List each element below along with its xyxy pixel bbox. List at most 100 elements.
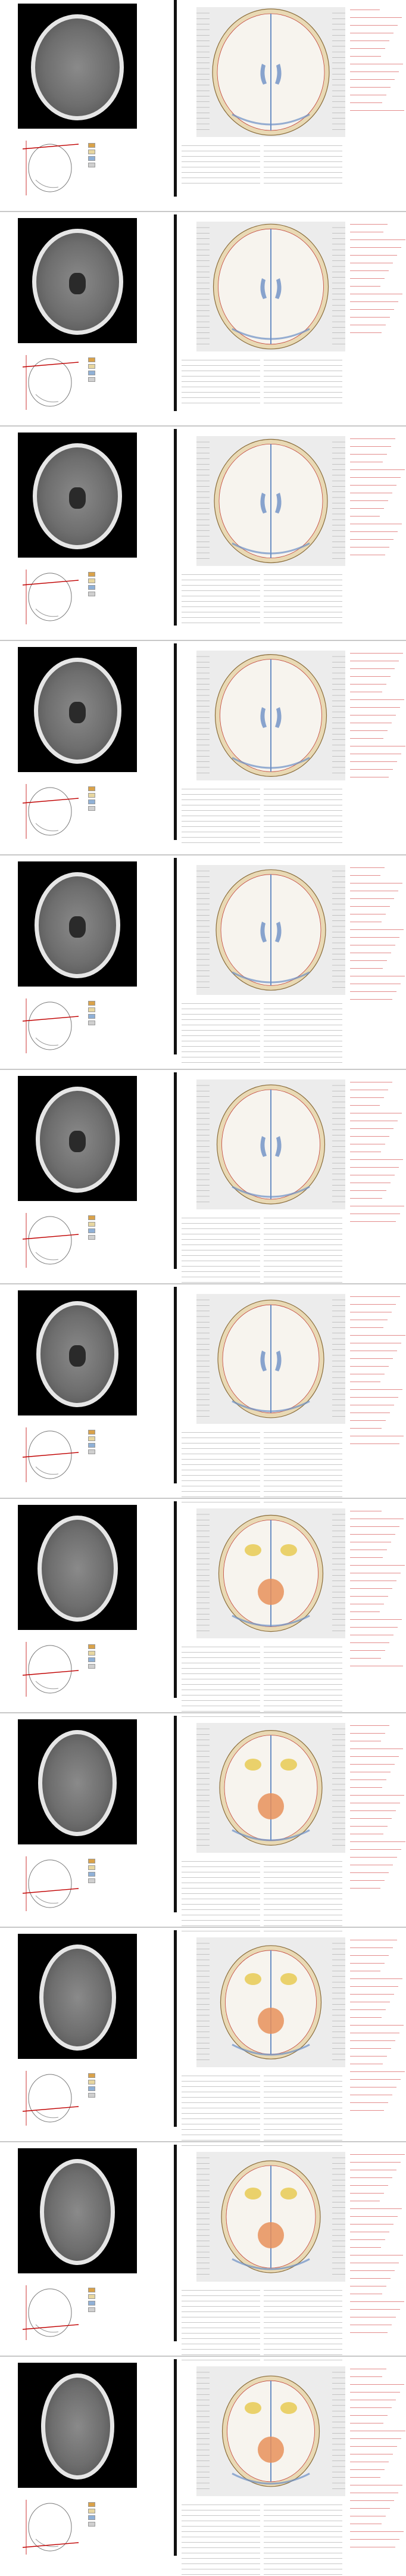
annotation-line bbox=[350, 2211, 398, 2217]
legend-entry bbox=[88, 1013, 136, 1019]
annotation-line bbox=[350, 2242, 381, 2248]
list-item bbox=[264, 1230, 342, 1234]
annotation-line bbox=[350, 82, 391, 88]
annotation-line bbox=[350, 2149, 405, 2155]
list-item bbox=[264, 1021, 342, 1025]
structure-list-column bbox=[182, 1858, 260, 1933]
list-item bbox=[182, 614, 260, 618]
list-item bbox=[264, 1273, 342, 1277]
list-item bbox=[182, 1643, 260, 1647]
list-item bbox=[182, 2131, 260, 2135]
list-item bbox=[264, 153, 342, 157]
annotation-line bbox=[350, 1361, 389, 1367]
face-outline bbox=[35, 1037, 59, 1046]
annotation-line bbox=[350, 2090, 392, 2095]
annotation-line bbox=[350, 98, 382, 103]
list-item bbox=[264, 2351, 342, 2355]
page-divider bbox=[174, 1287, 177, 1483]
list-item bbox=[182, 839, 260, 843]
face-outline bbox=[35, 1681, 59, 1690]
list-item bbox=[264, 1471, 342, 1476]
list-item bbox=[264, 2104, 342, 2108]
annotation-line bbox=[350, 449, 387, 455]
list-item bbox=[264, 598, 342, 602]
list-item bbox=[264, 1670, 342, 1674]
color-legend bbox=[88, 1000, 136, 1026]
anatomy-illustration bbox=[196, 1294, 345, 1424]
face-outline bbox=[35, 179, 59, 188]
structure-list-column bbox=[264, 142, 342, 185]
anatomy-illustration bbox=[196, 1508, 345, 1638]
structure-list-column bbox=[264, 2072, 342, 2147]
list-item bbox=[182, 812, 260, 816]
list-item bbox=[264, 1686, 342, 1690]
list-item bbox=[264, 2319, 342, 2323]
legend-swatch bbox=[88, 370, 95, 375]
annotation-line bbox=[350, 2534, 399, 2540]
list-item bbox=[182, 174, 260, 178]
list-item bbox=[264, 142, 342, 146]
annotation-line bbox=[350, 28, 393, 33]
list-item bbox=[264, 399, 342, 403]
legend-swatch bbox=[88, 2508, 95, 2513]
annotation-line bbox=[350, 940, 395, 945]
list-item bbox=[264, 608, 342, 612]
atlas-page bbox=[0, 1287, 406, 1502]
legend-entry bbox=[88, 2501, 136, 2507]
annotation-line bbox=[350, 1958, 385, 1964]
handwritten-annotations bbox=[350, 1077, 406, 1224]
list-item bbox=[182, 1471, 260, 1476]
face-outline bbox=[35, 823, 59, 832]
list-item bbox=[182, 372, 260, 377]
list-item bbox=[264, 2356, 342, 2360]
annotation-line bbox=[350, 1607, 380, 1612]
list-item bbox=[264, 1043, 342, 1047]
list-item bbox=[264, 2340, 342, 2344]
structure-list bbox=[182, 1643, 342, 1717]
annotation-line bbox=[350, 2312, 396, 2317]
slice-level-line bbox=[22, 1452, 79, 1458]
legend-entry bbox=[88, 1214, 136, 1221]
ct-skull-slice bbox=[39, 1945, 116, 2051]
list-item bbox=[182, 1037, 260, 1041]
list-item bbox=[182, 791, 260, 795]
slice-level-line bbox=[22, 1234, 79, 1240]
legend-swatch bbox=[88, 805, 95, 811]
color-legend bbox=[88, 2286, 136, 2313]
annotation-line bbox=[350, 971, 405, 976]
legend-swatch bbox=[88, 1429, 95, 1435]
annotation-line bbox=[350, 1943, 393, 1948]
legend-swatch bbox=[88, 1449, 95, 1454]
structure-list-column bbox=[264, 1643, 342, 1718]
ct-skull-slice bbox=[31, 14, 124, 120]
structure-list-column bbox=[182, 356, 260, 405]
list-item bbox=[264, 2308, 342, 2312]
list-item bbox=[182, 1884, 260, 1889]
annotation-line bbox=[350, 648, 403, 654]
slice-level-line bbox=[22, 580, 79, 586]
list-item bbox=[264, 603, 342, 607]
annotation-line bbox=[350, 1844, 401, 1850]
list-item bbox=[182, 1911, 260, 1915]
list-item bbox=[182, 1219, 260, 1224]
annotation-line bbox=[350, 1759, 395, 1765]
list-item bbox=[264, 785, 342, 789]
slice-level-line bbox=[22, 798, 79, 804]
list-item bbox=[182, 571, 260, 575]
list-item bbox=[182, 2088, 260, 2092]
posterior-csf bbox=[232, 971, 310, 984]
legend-swatch bbox=[88, 1007, 95, 1012]
handwritten-annotations bbox=[350, 863, 406, 1002]
head-outline bbox=[28, 1645, 72, 1694]
list-item bbox=[182, 1654, 260, 1658]
list-item bbox=[182, 2512, 260, 2516]
list-item bbox=[264, 1659, 342, 1663]
list-item bbox=[182, 1895, 260, 1899]
anatomy-illustration bbox=[196, 2152, 345, 2282]
annotation-line bbox=[350, 67, 399, 72]
head-outline bbox=[28, 573, 72, 621]
legend-swatch bbox=[88, 1234, 95, 1240]
annotation-line bbox=[350, 2051, 387, 2057]
ct-ventricle bbox=[69, 273, 86, 294]
list-item bbox=[182, 1466, 260, 1470]
